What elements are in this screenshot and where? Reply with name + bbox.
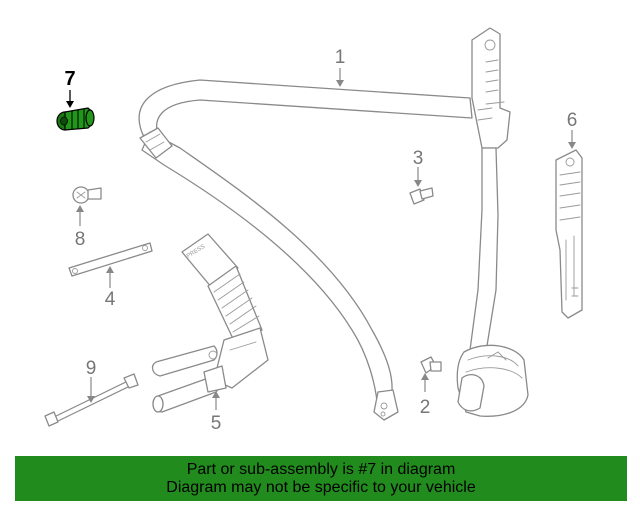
parts-diagram: PRESS [44, 27, 583, 434]
info-banner: Part or sub-assembly is #7 in diagram Di… [15, 456, 627, 501]
screw [72, 186, 102, 204]
banner-line-1: Part or sub-assembly is #7 in diagram [186, 461, 456, 478]
bolt [420, 356, 442, 374]
anchor-plate [68, 242, 153, 277]
callout-1: 1 [335, 47, 346, 68]
bolt [409, 187, 434, 205]
callout-4: 4 [105, 289, 116, 310]
callout-8: 8 [75, 229, 86, 250]
callout-7: 7 [64, 68, 75, 90]
height-adjuster [555, 149, 583, 319]
callout-6: 6 [567, 110, 578, 131]
callout-9: 9 [86, 358, 97, 379]
bushing [56, 107, 95, 131]
callout-5: 5 [211, 413, 222, 434]
belt-guide-and-retractor [456, 27, 529, 417]
seat-belt-webbing [138, 79, 473, 421]
callout-leaders [66, 68, 576, 410]
buckle-assembly: PRESS [151, 233, 269, 413]
callout-3: 3 [413, 148, 424, 169]
banner-line-2: Diagram may not be specific to your vehi… [166, 479, 476, 496]
callout-2: 2 [420, 397, 431, 418]
